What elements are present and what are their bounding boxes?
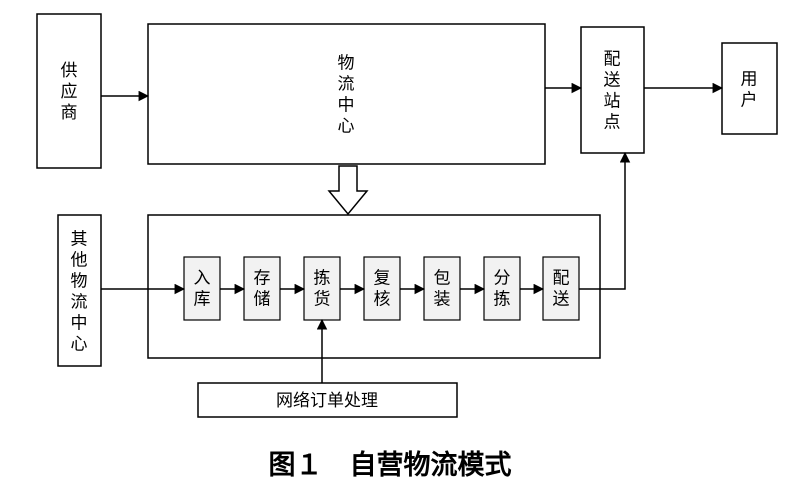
- user-node: 用户: [721, 42, 778, 135]
- supplier-node: 供应商: [36, 13, 102, 169]
- step-packing-label: 包装: [434, 269, 451, 310]
- step-review-label: 复核: [374, 269, 391, 310]
- step-picking: 拣货: [303, 256, 341, 321]
- step-review: 复核: [363, 256, 401, 321]
- other-centers-node: 其他物流中心: [57, 214, 102, 367]
- step-inbound-label: 入库: [194, 269, 211, 310]
- step-inbound: 入库: [183, 256, 221, 321]
- user-label: 用户: [741, 70, 758, 111]
- online-orders-label: 网络订单处理: [276, 391, 378, 411]
- online-orders-node: 网络订单处理: [197, 382, 458, 418]
- step-storage: 存储: [243, 256, 281, 321]
- step-picking-label: 拣货: [314, 269, 331, 310]
- arrow-delivery-to-station: [579, 151, 631, 290]
- delivery-station-node: 配送站点: [580, 26, 645, 154]
- logistics-center-node: 物流中心: [147, 23, 546, 165]
- step-delivery: 配送: [542, 256, 580, 321]
- supplier-label: 供应商: [61, 61, 78, 123]
- step-sorting: 分拣: [483, 256, 521, 321]
- delivery-station-label: 配送站点: [604, 50, 621, 133]
- logistics-center-label: 物流中心: [338, 54, 355, 137]
- step-packing: 包装: [423, 256, 461, 321]
- other-centers-label: 其他物流中心: [71, 230, 88, 355]
- step-delivery-label: 配送: [553, 269, 570, 310]
- figure-caption: 图１ 自营物流模式: [269, 449, 512, 481]
- hollow-down-arrow: [327, 165, 369, 216]
- step-sorting-label: 分拣: [494, 269, 511, 310]
- step-storage-label: 存储: [254, 269, 271, 310]
